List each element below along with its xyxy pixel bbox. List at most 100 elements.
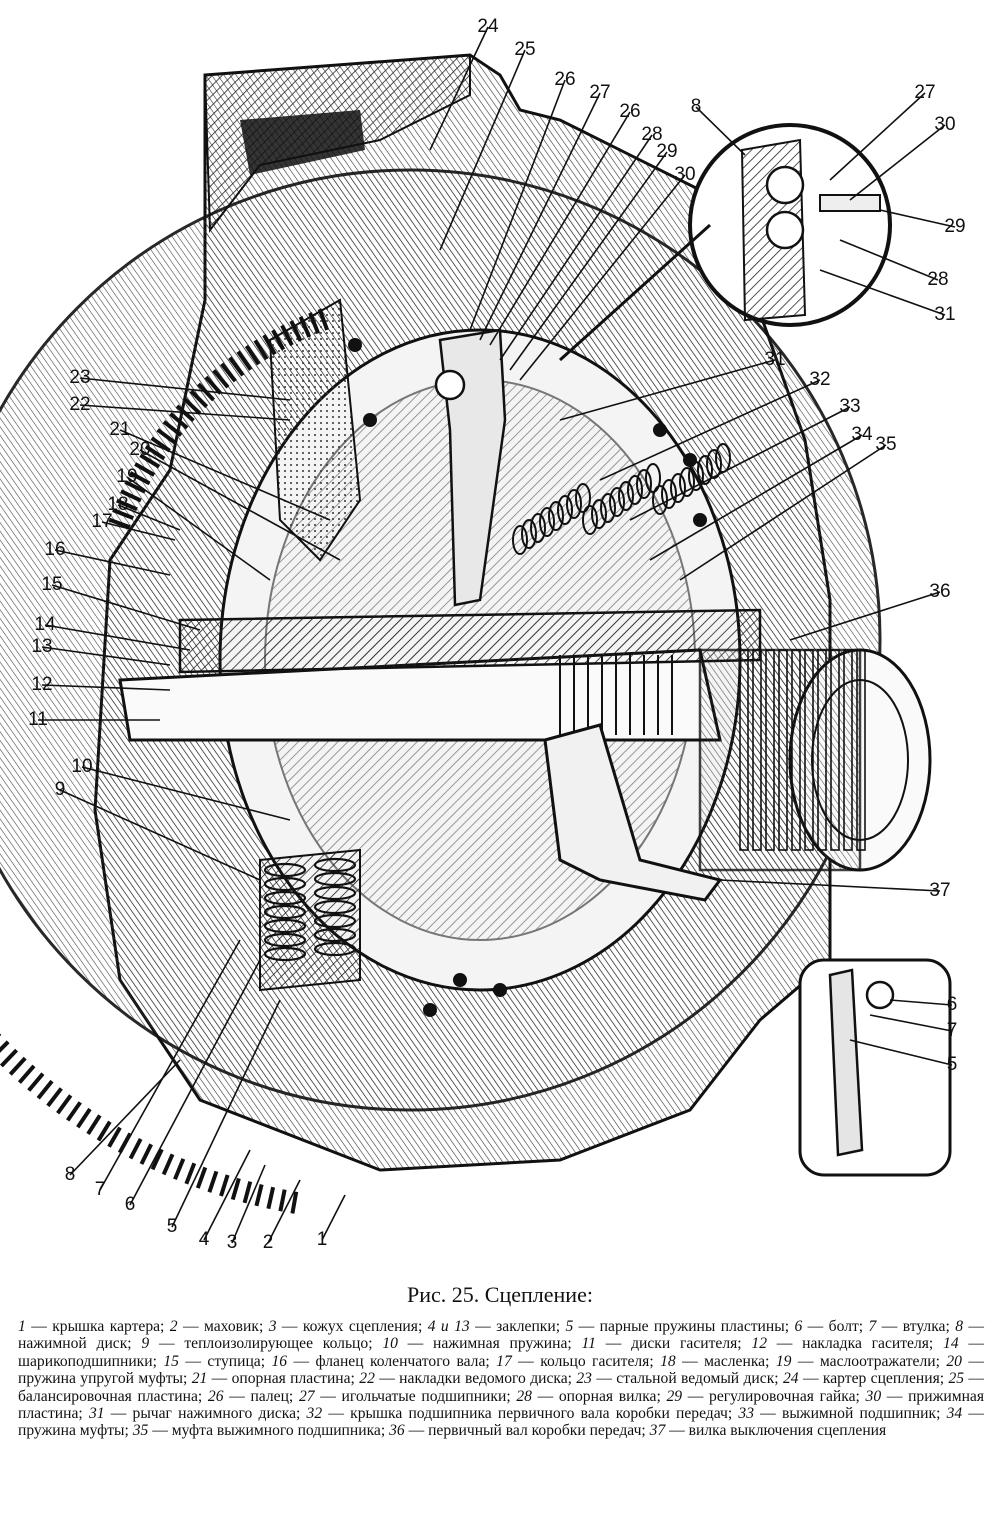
legend-item: 18 — масленка;: [660, 1353, 776, 1370]
detail-inset-plate-springs: [798, 958, 952, 1177]
callout-leaders: [38, 26, 956, 1244]
legend-text: — ступица;: [178, 1352, 272, 1370]
legend-text: — накладка гасителя;: [766, 1335, 944, 1353]
gearbox-input-shaft: [118, 608, 762, 742]
callout-leader: [99, 939, 241, 1191]
legend-item: 25 — балансировочная пластина;: [18, 1370, 984, 1404]
legend-text: — первичный вал коробки передач;: [404, 1422, 650, 1440]
callout-leader: [51, 584, 201, 631]
callout-leader: [267, 1179, 301, 1244]
legend-text: — опорная вилка;: [531, 1387, 667, 1405]
legend-text: — нажимной диск;: [18, 1318, 985, 1353]
callout-leader: [499, 134, 653, 361]
callout-label-2: 2: [263, 1232, 274, 1253]
callout-leader: [117, 504, 181, 531]
release-fork: [543, 723, 723, 902]
legend-item: 9 — теплоизолирующее кольцо;: [141, 1335, 382, 1352]
callout-leader: [101, 521, 176, 541]
clutch-drawing-svg: 1234567891011121314151617181920212223242…: [0, 16, 966, 1253]
callout-label-9: 9: [55, 779, 66, 800]
callout-label-21: 21: [109, 419, 130, 440]
legend-number: 16: [271, 1352, 288, 1370]
legend-text: — пружина упругой муфты;: [18, 1352, 984, 1388]
legend-item: 4 и 13 — заклепки;: [428, 1318, 566, 1335]
driven-disc: [268, 298, 362, 562]
callout-leader: [849, 1039, 953, 1066]
callout-leader: [789, 591, 941, 641]
callout-leader: [439, 49, 526, 251]
legend-number: 23: [576, 1370, 592, 1388]
callout-leader: [54, 549, 171, 576]
legend-item: 37 — вилка выключения сцепления: [650, 1422, 887, 1439]
legend-text: — втулка;: [876, 1318, 956, 1335]
legend-item: 32 — крышка подшипника первичного вала к…: [307, 1405, 739, 1422]
legend-number: 21: [191, 1370, 208, 1388]
callout-leader: [489, 111, 631, 346]
legend-number: 6: [794, 1318, 803, 1335]
legend-number: 5: [565, 1318, 574, 1335]
callout-label-37: 37: [929, 880, 950, 901]
legend-number: 19: [775, 1352, 792, 1370]
callout-label-8: 8: [691, 96, 702, 117]
legend-text: — крышка подшипника первичного вала коро…: [322, 1405, 739, 1423]
legend-text: — фланец коленчатого вала;: [287, 1352, 497, 1370]
legend-item: 16 — фланец коленчатого вала;: [271, 1353, 496, 1370]
callout-leader: [819, 269, 946, 316]
legend-number: 34: [946, 1405, 963, 1423]
callout-leader: [79, 404, 291, 421]
legend-item: 31 — рычаг нажимного диска;: [89, 1405, 307, 1422]
callout-leader: [829, 92, 926, 181]
legend-text: — выжимной подшипник;: [753, 1405, 947, 1423]
legend-text: — рычаг нажимного диска;: [104, 1405, 307, 1423]
callout-label-27: 27: [914, 82, 935, 103]
legend-number: 25: [948, 1370, 965, 1388]
legend-text: — балансировочная пластина;: [18, 1370, 985, 1405]
callout-leader: [629, 406, 851, 521]
callout-leader: [69, 1059, 181, 1176]
legend-item: 35 — муфта выжимного подшипника;: [133, 1422, 389, 1439]
callout-label-29: 29: [944, 216, 965, 237]
callout-leader: [119, 429, 331, 521]
callout-leader: [849, 124, 946, 201]
legend-text: — маслоотражатели;: [791, 1352, 947, 1370]
legend-number: 14: [943, 1335, 959, 1353]
legend-item: 1 — крышка картера;: [18, 1318, 170, 1335]
legend-text: — масленка;: [675, 1352, 776, 1370]
legend-text: — маховик;: [177, 1318, 269, 1335]
callout-leader: [879, 209, 956, 228]
callout-label-24: 24: [477, 16, 499, 37]
legend-number: 17: [496, 1352, 512, 1370]
legend-number: 26: [207, 1387, 224, 1405]
legend-text: — опорная пластина;: [207, 1370, 360, 1388]
callout-label-3: 3: [227, 1232, 238, 1253]
legend-number: 8: [955, 1318, 964, 1335]
callout-leader: [129, 959, 261, 1206]
legend-text: — теплоизолирующее кольцо;: [149, 1335, 383, 1353]
callout-leader: [231, 1164, 266, 1244]
legend-item: 30 — прижимная пластина;: [18, 1388, 984, 1422]
legend-item: 36 — первичный вал коробки передач;: [389, 1422, 650, 1439]
callout-label-7: 7: [947, 1020, 958, 1041]
legend-text: — вилка выключения сцепления: [665, 1422, 887, 1440]
callout-label-26: 26: [619, 101, 640, 122]
callout-leader: [59, 789, 261, 881]
callout-label-20: 20: [129, 439, 150, 460]
callout-label-25: 25: [514, 39, 535, 60]
callout-leader: [44, 624, 191, 651]
legend-item: 33 — выжимной подшипник;: [738, 1405, 946, 1422]
callout-label-36: 36: [929, 581, 950, 602]
legend-item: 23 — стальной ведомый диск;: [576, 1370, 783, 1387]
callout-label-1: 1: [317, 1229, 328, 1250]
callout-label-29: 29: [656, 141, 677, 162]
callout-leader: [171, 999, 281, 1228]
legend-text: — накладки ведомого диска;: [374, 1370, 577, 1388]
legend-item: 12 — накладка гасителя;: [751, 1335, 943, 1352]
legend-text: — заклепки;: [469, 1318, 566, 1335]
callout-leader: [679, 444, 887, 581]
legend-number: 10: [382, 1335, 398, 1353]
legend-number: 2: [169, 1318, 178, 1335]
legend-number: 9: [141, 1335, 150, 1353]
callout-leader: [203, 1149, 251, 1241]
legend-text: — парные пружины пластины;: [573, 1318, 795, 1335]
legend-text: — прижимная пластина;: [18, 1387, 985, 1423]
